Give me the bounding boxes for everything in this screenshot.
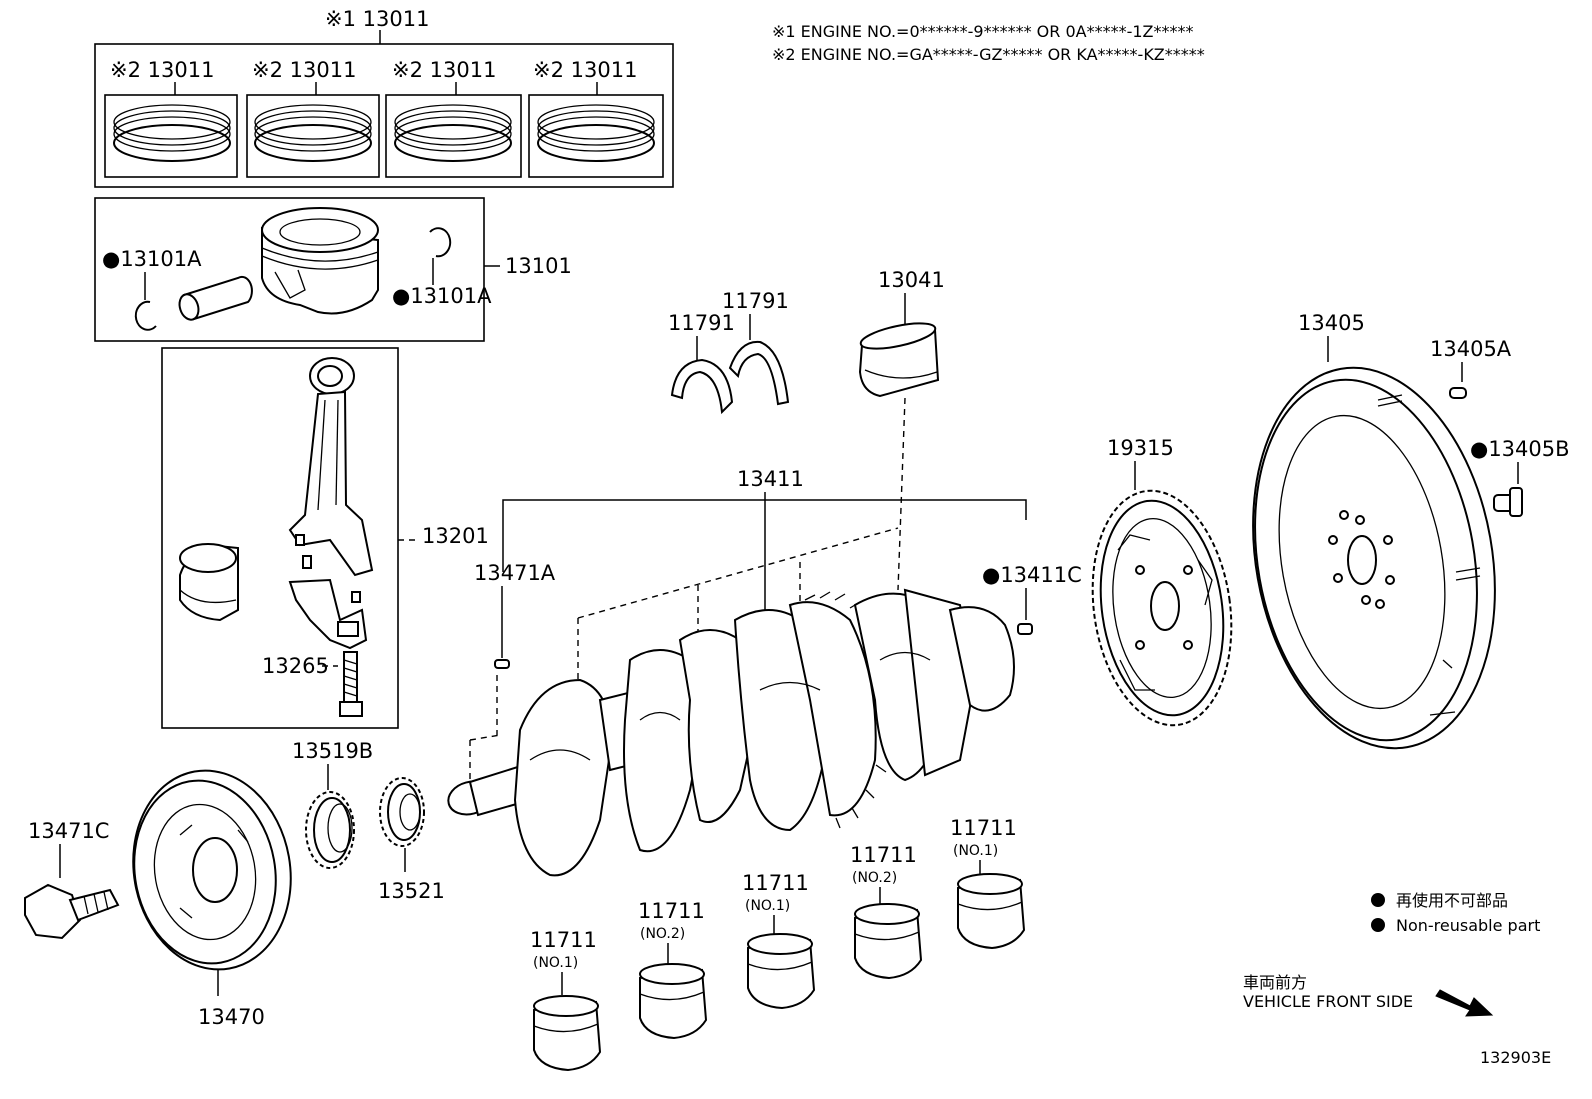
label-13265: 13265	[262, 654, 329, 678]
label-11711-e-sub: (NO.1)	[953, 843, 998, 859]
label-11711-d-sub: (NO.2)	[852, 870, 897, 886]
snap-ring-right-icon	[429, 227, 452, 258]
pin-13411c-icon	[1017, 623, 1033, 635]
legend: 再使用不可部品 Non-reusable part	[1371, 891, 1540, 935]
label-11791-2: 11791	[722, 289, 789, 313]
rod-bearing-13041: 13041	[858, 268, 945, 591]
piston-group: 13101 ●13101A ●13101A	[94, 197, 572, 342]
label-13411c: ●13411C	[982, 563, 1082, 587]
timing-rotor-icon	[1091, 489, 1233, 727]
label-13011-1: ※2 13011	[110, 58, 214, 82]
label-13405: 13405	[1298, 311, 1365, 335]
diagram-code: 132903E	[1480, 1048, 1551, 1067]
main-bearing-group: 11711 (NO.1) 11711 (NO.2) 11711 (NO.1) 1…	[530, 816, 1026, 1072]
piston-ring-group: ※1 13011 ※2 13011 ※2 13011 ※2 13011	[94, 7, 674, 188]
label-11791-1: 11791	[668, 311, 735, 335]
label-13471a: 13471A	[474, 561, 556, 585]
main-bearing-d-icon	[854, 908, 923, 980]
label-13201: 13201	[422, 524, 489, 548]
label-11711-b-sub: (NO.2)	[640, 926, 685, 942]
conrod-group: 13201 13265	[161, 347, 489, 729]
sprocket-13519b-icon	[305, 791, 355, 869]
piston-icon	[261, 207, 379, 315]
direction-en: VEHICLE FRONT SIDE	[1243, 992, 1413, 1011]
main-bearing-a-icon	[533, 1000, 602, 1072]
crankshaft-icon	[447, 588, 1015, 877]
label-13101: 13101	[505, 254, 572, 278]
label-19315: 19315	[1107, 436, 1174, 460]
ring-set-4: ※2 13011	[528, 58, 664, 178]
direction-indicator: 車両前方 VEHICLE FRONT SIDE	[1243, 973, 1494, 1017]
label-13011-3: ※2 13011	[392, 58, 496, 82]
label-13470: 13470	[198, 1005, 265, 1029]
legend-dot-jp	[1371, 893, 1385, 907]
label-13405b: ●13405B	[1470, 437, 1570, 461]
label-13519b: 13519B	[292, 739, 373, 763]
direction-jp: 車両前方	[1243, 973, 1307, 992]
label-11711-c: 11711	[742, 871, 809, 895]
main-bearing-a: 11711 (NO.1)	[530, 928, 602, 1072]
legend-jp: 再使用不可部品	[1396, 891, 1508, 910]
main-bearing-d: 11711 (NO.2)	[850, 843, 923, 980]
main-bearing-e-icon	[957, 878, 1026, 950]
drive-plate-group: 13405 13405A ●13405B	[1252, 311, 1570, 750]
label-11711-c-sub: (NO.1)	[745, 898, 790, 914]
label-13011-2: ※2 13011	[252, 58, 356, 82]
legend-en: Non-reusable part	[1396, 916, 1540, 935]
pin-13405a-icon	[1449, 387, 1467, 399]
main-bearing-b-icon	[639, 968, 708, 1040]
bolt-13405b-icon	[1493, 487, 1523, 517]
key-13471a-icon	[494, 659, 510, 669]
main-bearing-e: 11711 (NO.1)	[950, 816, 1026, 950]
label-13521: 13521	[378, 879, 445, 903]
drive-plate-icon	[1252, 366, 1496, 750]
front-parts-group: 13471C 13470 13519B 13521	[24, 739, 445, 1029]
ring-set-2: ※2 13011	[246, 58, 380, 178]
snap-ring-left-icon	[134, 300, 157, 331]
thrust-washer-group: 11791 11791	[668, 289, 790, 415]
label-13101a-left: ●13101A	[102, 247, 202, 271]
label-13041: 13041	[878, 268, 945, 292]
main-bearing-c: 11711 (NO.1)	[742, 871, 816, 1010]
label-11711-a-sub: (NO.1)	[533, 955, 578, 971]
label-13471c: 13471C	[28, 819, 109, 843]
label-13101a-right: ●13101A	[392, 284, 492, 308]
pulley-bolt-icon	[24, 883, 120, 940]
label-13011-top: ※1 13011	[325, 7, 429, 31]
label-13411: 13411	[737, 467, 804, 491]
engine-note-1: ※1 ENGINE NO.=0******-9****** OR 0A*****…	[772, 22, 1194, 41]
crankshaft-group: 13411 13471A ●13411C	[447, 467, 1082, 877]
engine-note-2: ※2 ENGINE NO.=GA*****-GZ***** OR KA*****…	[772, 45, 1205, 64]
label-11711-b: 11711	[638, 899, 705, 923]
thrust-washer-1-icon	[670, 358, 734, 415]
timing-rotor-group: 19315	[1091, 436, 1233, 727]
label-13405a: 13405A	[1430, 337, 1512, 361]
label-13011-4: ※2 13011	[533, 58, 637, 82]
conrod-icon	[288, 357, 374, 650]
ring-set-3: ※2 13011	[385, 58, 522, 178]
ring-set-1: ※2 13011	[104, 58, 238, 178]
conrod-bolt-icon	[339, 651, 363, 717]
label-11711-e: 11711	[950, 816, 1017, 840]
thrust-washer-2-icon	[728, 340, 790, 406]
sprocket-13521-icon	[379, 777, 425, 847]
piston-pin-icon	[178, 275, 253, 321]
front-arrow-icon	[1435, 989, 1494, 1017]
legend-dot-en	[1371, 918, 1385, 932]
crank-pulley-icon	[132, 769, 292, 971]
main-bearing-c-icon	[747, 938, 816, 1010]
label-11711-a: 11711	[530, 928, 597, 952]
main-bearing-b: 11711 (NO.2)	[638, 899, 708, 1040]
rod-bearing-left-icon	[179, 543, 239, 622]
label-11711-d: 11711	[850, 843, 917, 867]
